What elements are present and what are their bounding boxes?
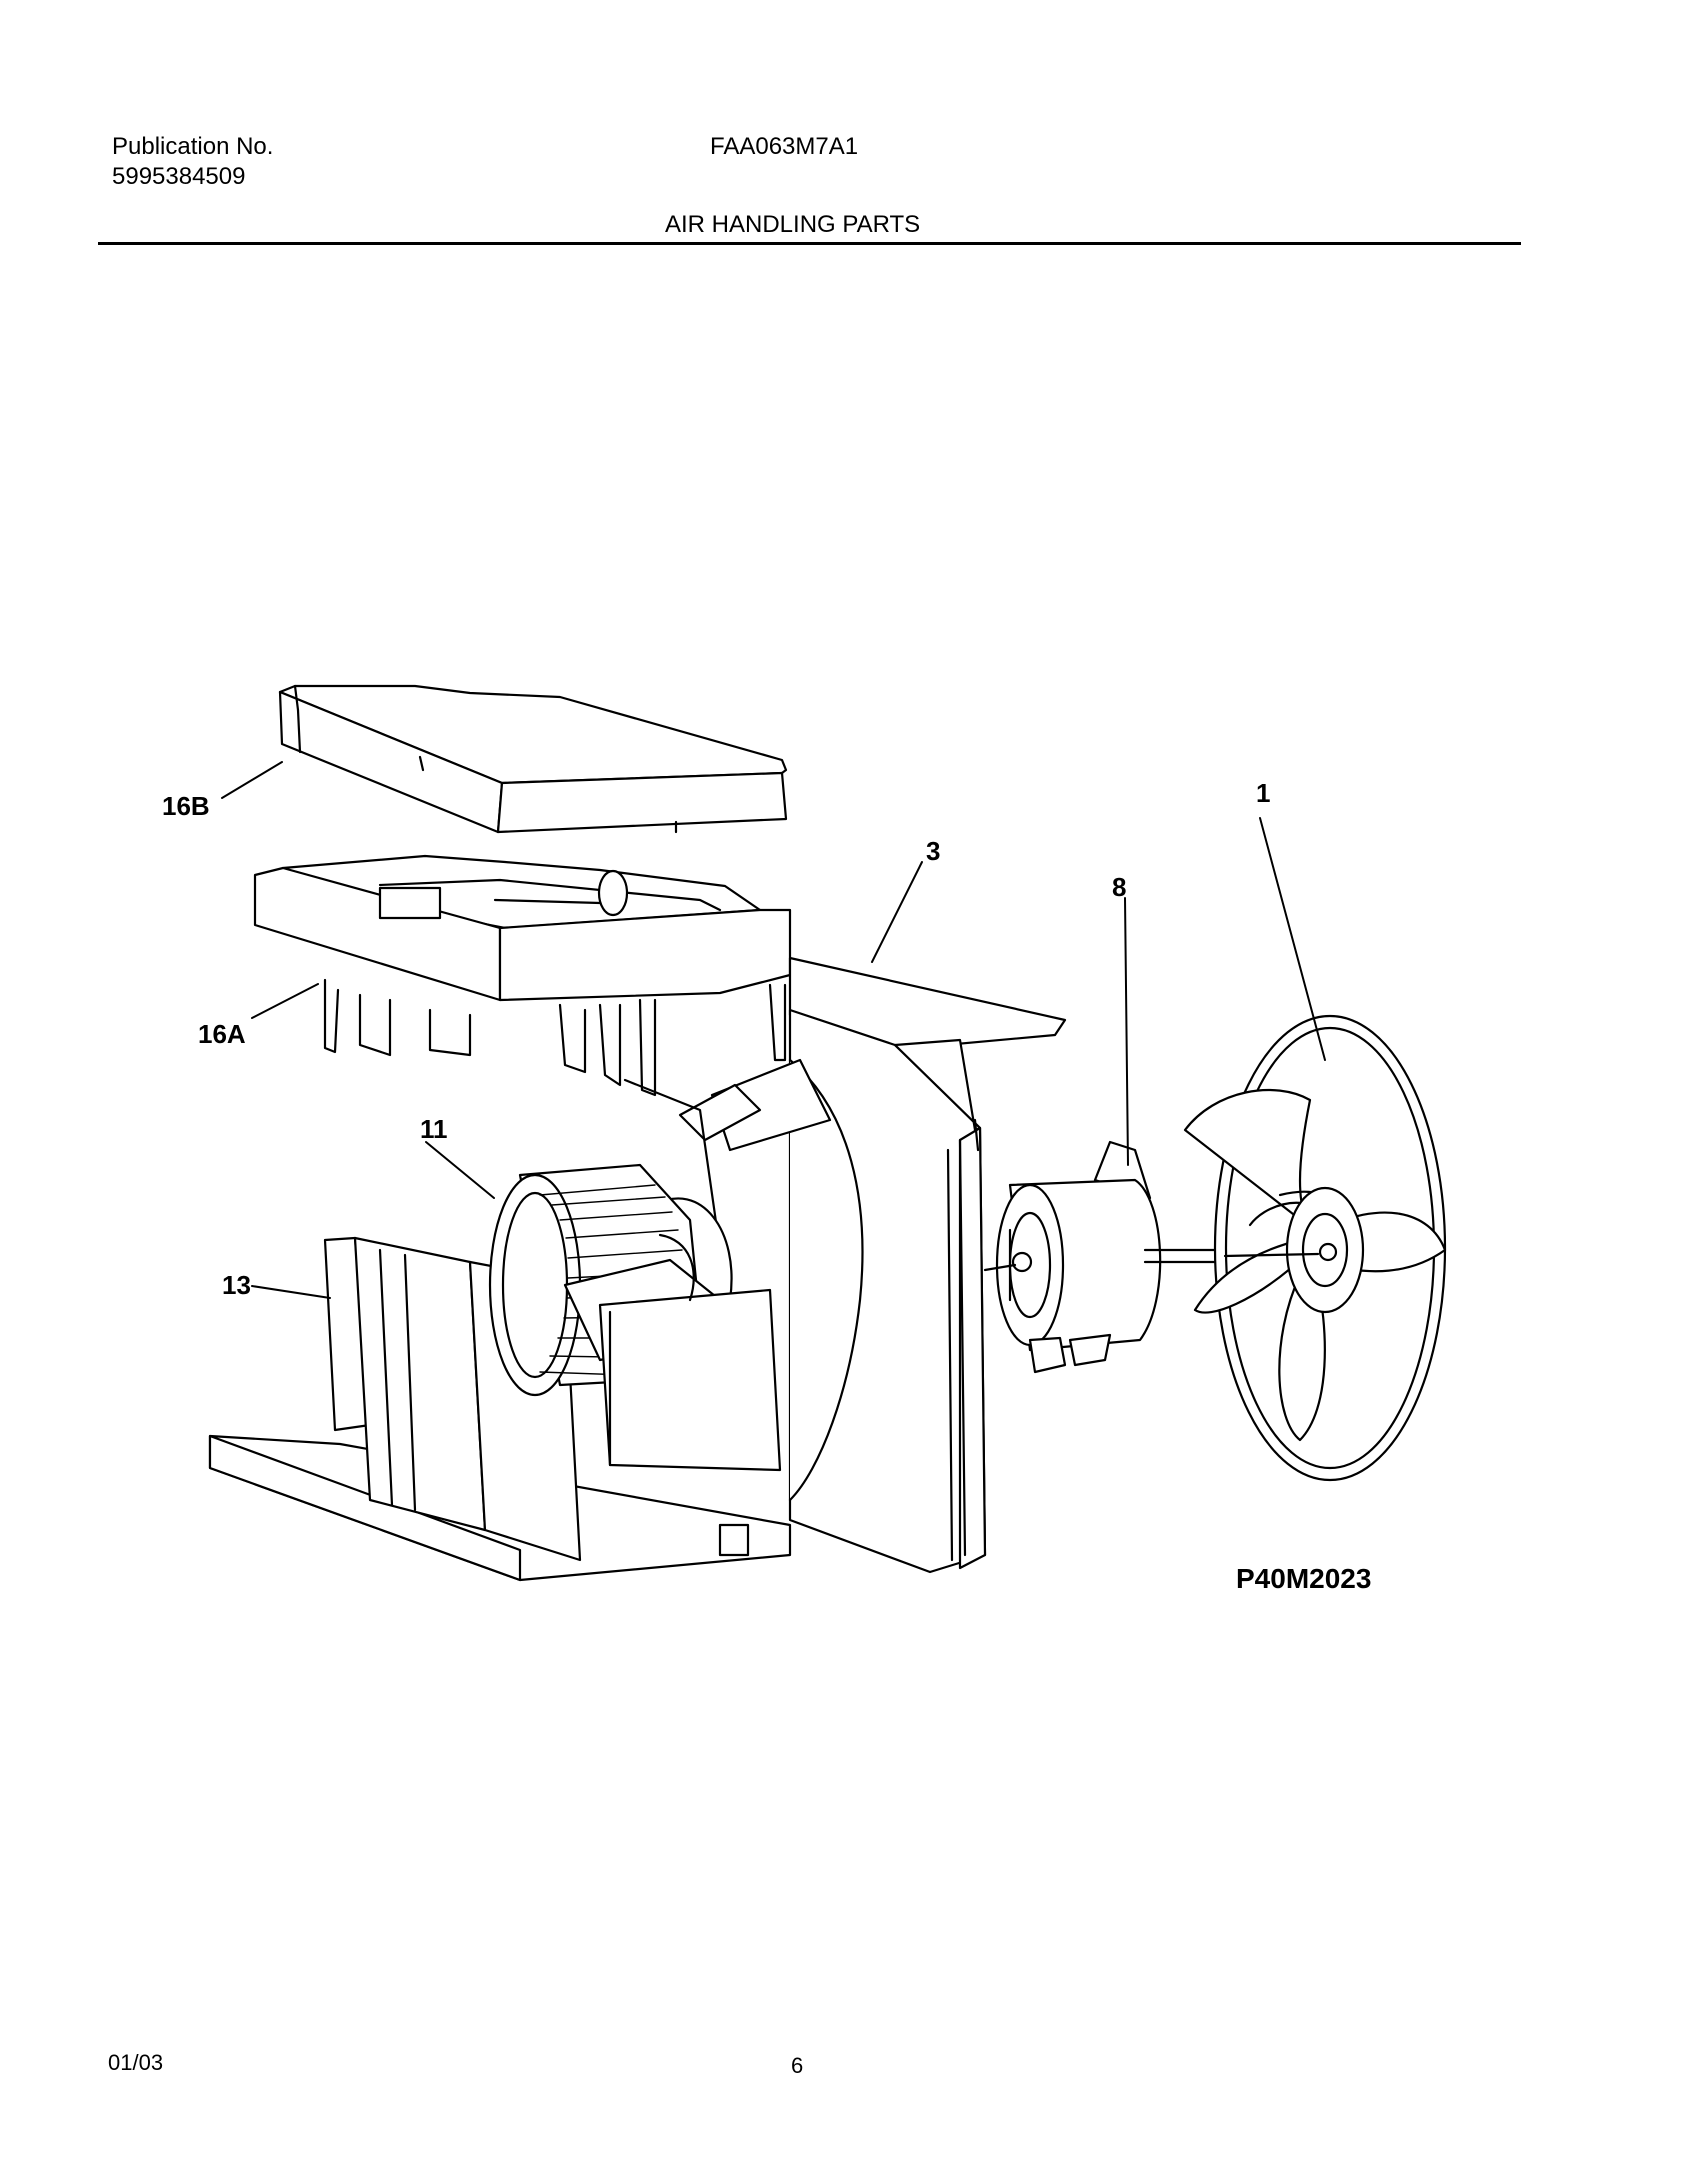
- callout-8: 8: [1112, 872, 1126, 902]
- drawing-code: P40M2023: [1236, 1563, 1371, 1594]
- callout-16a: 16A: [198, 1019, 246, 1049]
- part-16a-air-guide: [253, 854, 792, 1097]
- part-16b-top-cover: [278, 684, 788, 834]
- model-number: FAA063M7A1: [710, 133, 859, 160]
- publication-label: Publication No.: [112, 133, 274, 160]
- callout-16b: 16B: [162, 791, 210, 821]
- callout-labels: 16B 16A 11 13 3 8 1 P40M2023: [162, 778, 1371, 1594]
- callout-1: 1: [1256, 778, 1270, 808]
- section-title: AIR HANDLING PARTS: [665, 211, 921, 238]
- page-number: 6: [791, 2053, 804, 2078]
- leader-lines: [221, 761, 1326, 1299]
- part-8-fan-motor: [983, 1140, 1227, 1374]
- callout-11: 11: [420, 1114, 448, 1144]
- header-rule: [98, 242, 1521, 245]
- publication-number: 5995384509: [112, 163, 246, 190]
- part-1-fan-blade: [1183, 1014, 1447, 1482]
- footer-date: 01/03: [108, 2050, 164, 2075]
- part-11-blower-wheel: [488, 1163, 782, 1472]
- callout-13: 13: [222, 1270, 251, 1300]
- callout-3: 3: [926, 836, 940, 866]
